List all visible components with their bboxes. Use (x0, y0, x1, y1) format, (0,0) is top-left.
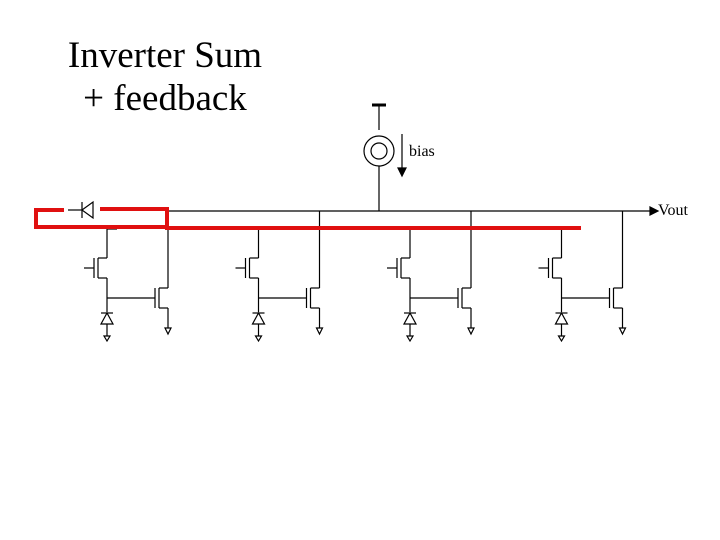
ground-icon (405, 335, 415, 343)
bias-label: bias (409, 143, 435, 160)
ground-icon (467, 327, 475, 336)
ground-icon (557, 335, 566, 343)
ground-icon (618, 327, 627, 336)
feedback-diode-icon (80, 200, 94, 220)
slide-title: Inverter Sum + feedback (40, 34, 290, 120)
output-arrow-head-icon (649, 206, 660, 216)
ground-icon (164, 327, 172, 336)
stage-diode-icon (554, 311, 569, 325)
bias-arrow-head-icon (397, 167, 407, 178)
ground-icon (102, 335, 112, 343)
current-source-inner-ring (370, 142, 388, 160)
inverter-stages (84, 211, 627, 343)
feedback-path (100, 207, 581, 230)
feedback-return-path (34, 208, 168, 229)
stage-diode-icon (402, 311, 418, 325)
ground-icon (315, 327, 324, 336)
title-line-1: Inverter Sum (67, 35, 263, 76)
title-line-2: + feedback (83, 78, 247, 119)
vout-label: Vout (658, 202, 688, 219)
current-source-icon (363, 135, 395, 167)
stage-diode-icon (99, 311, 115, 325)
stage-diode-icon (251, 311, 266, 325)
ground-icon (254, 335, 263, 343)
